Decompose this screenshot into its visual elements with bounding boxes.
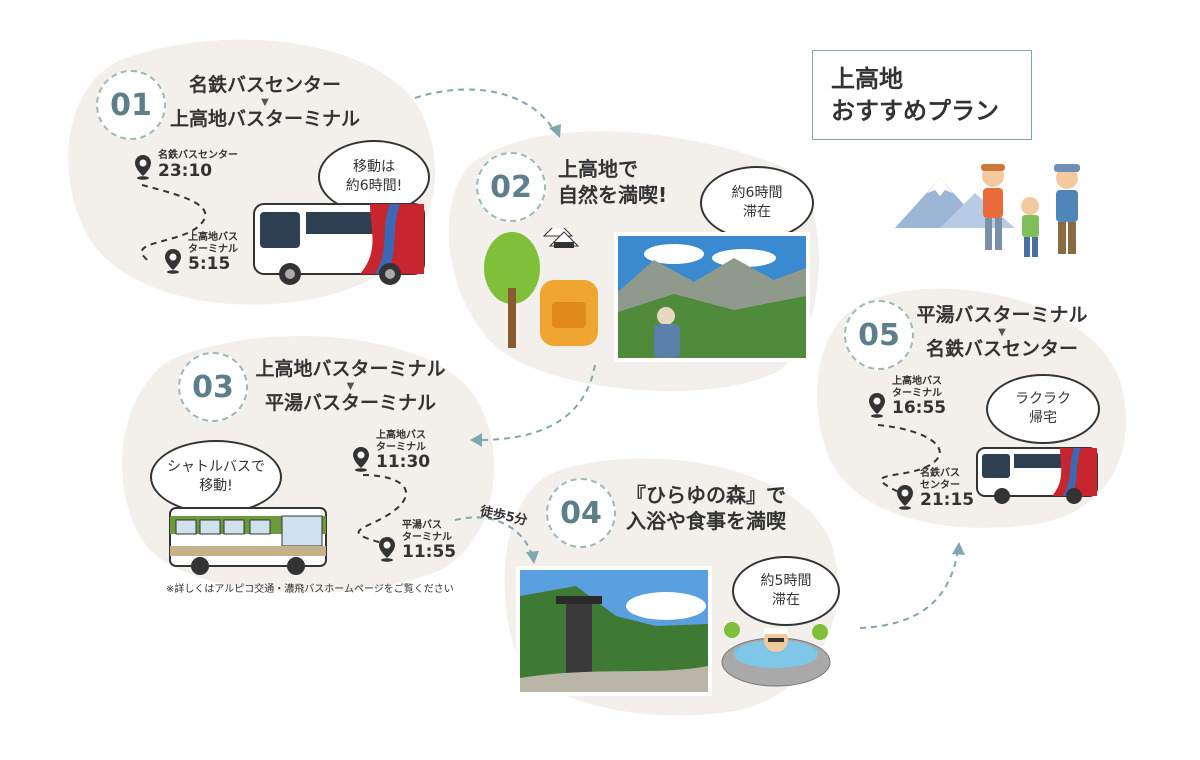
stop-label-line2: ターミナル bbox=[376, 441, 426, 453]
step-01-speech-bubble: 移動は約6時間! bbox=[318, 140, 430, 214]
step-01-number: 01 bbox=[96, 70, 166, 140]
bubble-line2: 滞在 bbox=[742, 204, 771, 220]
highway-bus-illustration bbox=[253, 203, 425, 285]
route-line-03 bbox=[357, 474, 408, 546]
onsen-bath-illustration bbox=[721, 622, 831, 687]
step-01-stop-2: 上高地バス ターミナル 5:15 bbox=[164, 232, 238, 274]
step-02-speech-bubble: 約6時間滞在 bbox=[700, 166, 814, 240]
return-bus-illustration bbox=[976, 447, 1098, 504]
stop-label-line1: 上高地バス bbox=[376, 430, 426, 441]
step-01-arrow: ▼ bbox=[261, 96, 269, 108]
bubble-line1: 移動は bbox=[353, 159, 395, 176]
step-02-heading: 上高地で 自然を満喫! bbox=[558, 156, 667, 208]
arrowhead-04-05 bbox=[952, 542, 965, 555]
stop-time: 5:15 bbox=[188, 254, 231, 274]
step-03-stop-1: 上高地バス ターミナル 11:30 bbox=[352, 430, 430, 472]
step-04-heading: 『ひらゆの森』で 入浴や食事を満喫 bbox=[626, 482, 786, 534]
stop-label-line1: 上高地バス bbox=[892, 376, 942, 387]
nature-icons-illustration bbox=[484, 228, 598, 348]
stop-label-line2: ターミナル bbox=[892, 387, 942, 399]
step-04-number: 04 bbox=[546, 478, 616, 548]
hikers-illustration bbox=[895, 164, 1080, 257]
step-01-to: 上高地バスターミナル bbox=[169, 107, 360, 130]
route-line-05 bbox=[877, 424, 941, 496]
step-05-arrow: ▼ bbox=[998, 326, 1006, 338]
step-04-heading-line1: 『ひらゆの森』で bbox=[626, 483, 786, 507]
bubble-line2: 滞在 bbox=[771, 592, 800, 608]
step-01-stop-1: 名鉄バスセンター 23:10 bbox=[134, 150, 238, 180]
step-04-speech-bubble: 約5時間滞在 bbox=[732, 556, 840, 626]
connector-04-05 bbox=[859, 549, 959, 629]
location-pin-icon bbox=[135, 155, 151, 180]
step-05-stop-2: 名鉄バス センター 21:15 bbox=[896, 468, 974, 510]
step-02-heading-line2: 自然を満喫! bbox=[558, 183, 668, 207]
step-05-speech-bubble: ラクラク帰宅 bbox=[986, 374, 1100, 444]
bubble-line1: 約5時間 bbox=[760, 573, 812, 590]
stop-label: 名鉄バスセンター bbox=[158, 150, 238, 161]
arrowhead-03-04 bbox=[526, 551, 539, 564]
stop-label-line2: センター bbox=[920, 479, 960, 491]
plan-title-line2: おすすめプラン bbox=[831, 97, 999, 126]
step-02-number: 02 bbox=[476, 152, 546, 222]
plan-title-line1: 上高地 bbox=[831, 65, 903, 93]
step-05-route: 平湯バスターミナル ▼ 名鉄バスセンター bbox=[912, 304, 1092, 362]
step-05-to: 名鉄バスセンター bbox=[925, 337, 1078, 360]
step-03-to: 平湯バスターミナル bbox=[264, 391, 436, 414]
step-02-heading-line1: 上高地で bbox=[558, 157, 638, 181]
arrowhead-01-02 bbox=[549, 124, 561, 138]
arrowhead-02-03 bbox=[470, 433, 482, 447]
step-03-speech-bubble: シャトルバスで移動! bbox=[150, 440, 282, 514]
step-04-heading-line2: 入浴や食事を満喫 bbox=[626, 509, 786, 533]
stop-time: 21:15 bbox=[920, 490, 975, 510]
step-01-from: 名鉄バスセンター bbox=[188, 74, 341, 96]
step-05-number: 05 bbox=[844, 300, 914, 370]
bubble-line1: 約6時間 bbox=[731, 185, 783, 202]
kamikochi-mountain-photo bbox=[614, 232, 810, 362]
hirayu-no-mori-photo bbox=[516, 566, 712, 696]
bubble-line2: 約6時間! bbox=[345, 178, 403, 194]
route-line-01 bbox=[140, 184, 207, 263]
connector-03-04 bbox=[454, 516, 533, 557]
shuttle-bus-illustration bbox=[169, 507, 327, 575]
bubble-line2: 帰宅 bbox=[1029, 410, 1057, 426]
location-pin-icon bbox=[353, 446, 369, 472]
plan-title: 上高地 おすすめプラン bbox=[812, 50, 1032, 140]
stop-label-line2: ターミナル bbox=[188, 243, 238, 255]
step-03-from: 上高地バスターミナル bbox=[255, 358, 446, 380]
location-pin-icon bbox=[897, 484, 913, 510]
step-03-route: 上高地バスターミナル ▼ 平湯バスターミナル bbox=[248, 358, 453, 416]
stop-label-line1: 上高地バス bbox=[188, 232, 238, 243]
stop-time: 11:30 bbox=[376, 452, 431, 472]
step-05-from: 平湯バスターミナル bbox=[916, 304, 1088, 326]
location-pin-icon bbox=[165, 248, 181, 274]
location-pin-icon bbox=[379, 536, 395, 562]
stop-time: 23:10 bbox=[158, 160, 213, 181]
stop-label-line1: 名鉄バス bbox=[920, 468, 960, 479]
connector-02-03 bbox=[477, 364, 596, 441]
stop-time: 16:55 bbox=[892, 398, 947, 418]
bubble-line1: ラクラク bbox=[1015, 391, 1071, 408]
stop-label-line2: ターミナル bbox=[402, 531, 452, 543]
connector-01-02 bbox=[414, 88, 556, 133]
stop-label-line1: 平湯バス bbox=[402, 520, 442, 531]
step-01-route: 名鉄バスセンター ▼ 上高地バスターミナル bbox=[160, 74, 370, 132]
step-03-number: 03 bbox=[178, 352, 248, 422]
step-03-arrow: ▼ bbox=[346, 380, 355, 392]
bubble-line1: シャトルバスで bbox=[167, 459, 265, 476]
step-03-stop-2: 平湯バス ターミナル 11:55 bbox=[378, 520, 456, 562]
step-05-stop-1: 上高地バス ターミナル 16:55 bbox=[868, 376, 946, 418]
location-pin-icon bbox=[869, 392, 885, 418]
stop-time: 11:55 bbox=[402, 542, 457, 562]
step-03-note: ※詳しくはアルピコ交通・濃飛バスホームページをご覧ください bbox=[166, 584, 454, 595]
bubble-line2: 移動! bbox=[199, 478, 233, 494]
